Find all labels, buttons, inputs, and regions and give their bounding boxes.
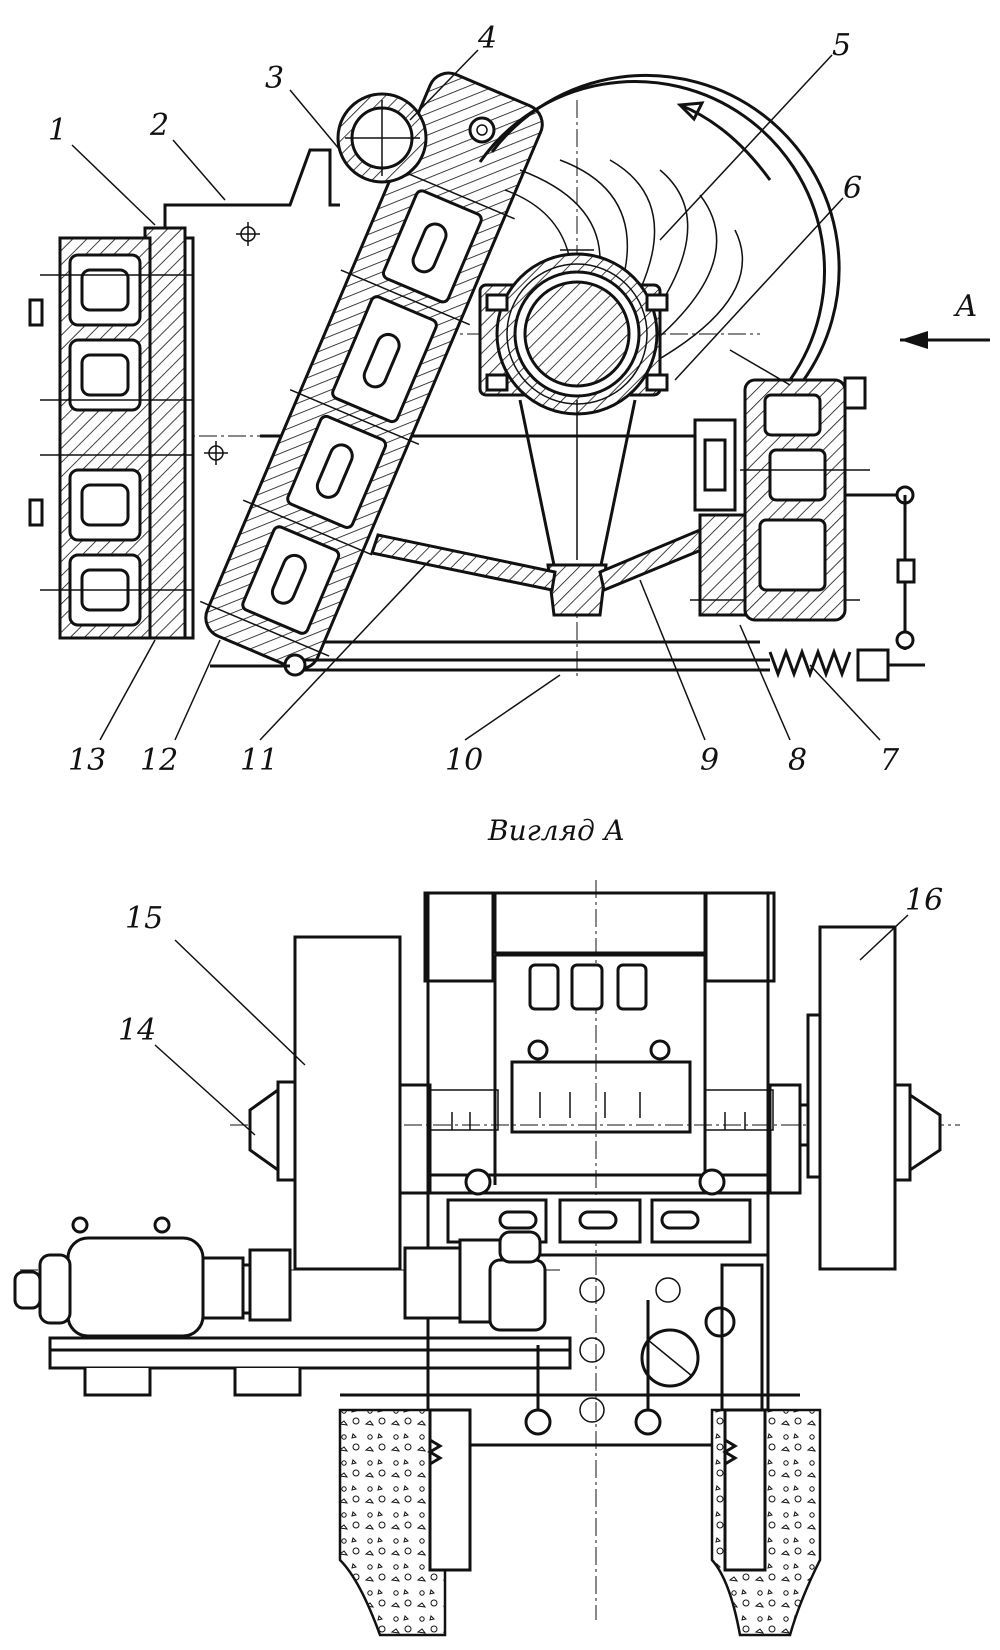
foundation-left xyxy=(338,1408,447,1637)
rear-frame xyxy=(729,349,870,622)
frame-body xyxy=(163,148,340,228)
flywheel-front xyxy=(818,925,897,1271)
label-13: 13 xyxy=(68,743,106,778)
label-4: 4 xyxy=(477,21,497,56)
section-view: А 1 2 3 4 5 6 7 8 9 10 11 12 13 xyxy=(28,21,990,778)
front-view: 15 14 16 xyxy=(13,880,960,1637)
label-7: 7 xyxy=(880,743,900,778)
swing-jaw xyxy=(199,71,544,671)
label-9: 9 xyxy=(700,743,719,778)
view-arrow-label: А xyxy=(953,289,978,324)
label-12: 12 xyxy=(140,743,178,778)
label-11: 11 xyxy=(240,743,278,778)
rear-block xyxy=(690,418,860,617)
electric-motor xyxy=(13,1216,547,1338)
flywheel xyxy=(478,73,841,386)
label-5: 5 xyxy=(832,28,851,63)
label-3: 3 xyxy=(265,61,284,96)
tension-linkage xyxy=(845,485,916,650)
fixed-jaw-boxes xyxy=(28,236,192,640)
connecting-rod xyxy=(518,399,637,571)
label-1: 1 xyxy=(48,113,67,148)
toggle-plate-rear xyxy=(598,527,708,593)
spring xyxy=(768,647,852,679)
crusher-housing xyxy=(423,891,776,1447)
base-plate xyxy=(48,1336,572,1370)
label-10: 10 xyxy=(445,743,483,778)
eccentric-bearing xyxy=(478,249,669,416)
label-6: 6 xyxy=(843,171,862,206)
label-15: 15 xyxy=(125,901,163,936)
label-14: 14 xyxy=(118,1013,156,1048)
toggle-plate-front xyxy=(370,533,557,592)
label-8: 8 xyxy=(788,743,807,778)
label-16: 16 xyxy=(905,883,943,918)
view-caption: Вигляд А xyxy=(487,814,625,847)
pulley xyxy=(293,935,402,1271)
label-2: 2 xyxy=(149,108,169,143)
